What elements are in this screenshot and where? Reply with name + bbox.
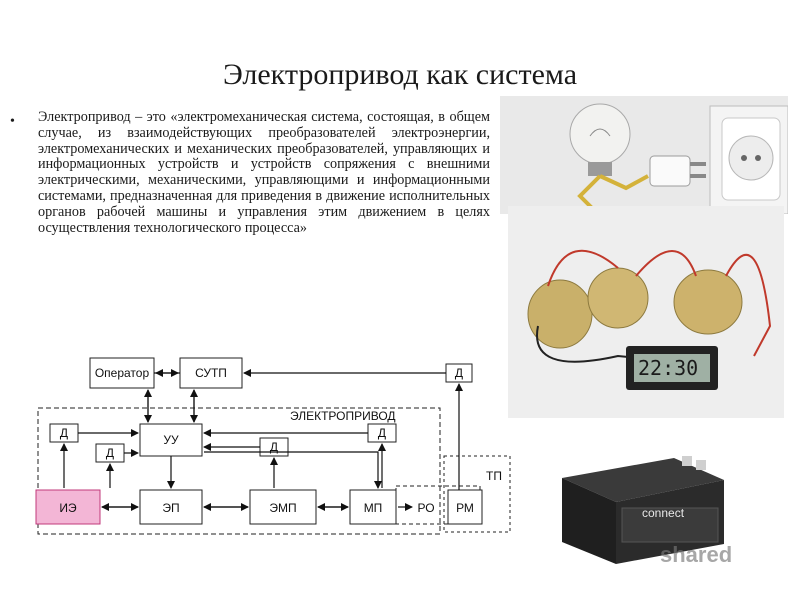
ro-label: РО	[417, 501, 434, 515]
tp-boundary	[443, 455, 511, 533]
ep-label: ЭП	[162, 501, 179, 515]
battery-brand: connect	[642, 506, 685, 520]
clock-display: 22:30	[638, 356, 699, 380]
battery-photo: connect	[556, 450, 728, 568]
potato-clock-photo: 22:30	[508, 206, 784, 418]
potato-clock-image	[508, 206, 784, 418]
rm-label: РМ	[456, 501, 474, 515]
definition-text: Электропривод – это «электромеханическая…	[38, 109, 490, 236]
ie-block	[35, 489, 101, 525]
sensor-right-label: Д	[378, 426, 386, 440]
bullet-marker: •	[10, 114, 15, 129]
tp-label: ТП	[486, 469, 502, 483]
battery-image	[556, 450, 728, 568]
rm-block	[447, 489, 483, 525]
emp-block	[249, 489, 317, 525]
slide-title: Электропривод как система	[222, 58, 578, 91]
emp-label: ЭМП	[269, 501, 296, 515]
lamp-robot-photo	[500, 96, 788, 214]
operator-block	[89, 357, 155, 389]
electric-drive-diagram: Оператор СУТП Д ЭЛЕКТРОПРИВОД Д Д УУ Д Д…	[35, 357, 511, 535]
sutp-label: СУТП	[195, 366, 227, 380]
sensor-left-mid-label: Д	[106, 446, 114, 460]
electroprivod-label: ЭЛЕКТРОПРИВОД	[290, 409, 396, 423]
lamp-robot-image	[500, 96, 788, 214]
mp-block	[349, 489, 397, 525]
ep-block	[139, 489, 203, 525]
operator-label: Оператор	[95, 366, 150, 380]
mp-label: МП	[364, 501, 383, 515]
ie-label: ИЭ	[59, 501, 77, 515]
sensor-middle-label: Д	[270, 440, 278, 454]
sensor-top-label: Д	[455, 366, 463, 380]
sutp-block	[179, 357, 243, 389]
watermark: shared	[660, 542, 733, 567]
sensor-left-top-label: Д	[60, 426, 68, 440]
electroprivod-boundary	[37, 407, 441, 535]
uu-label: УУ	[163, 433, 179, 447]
